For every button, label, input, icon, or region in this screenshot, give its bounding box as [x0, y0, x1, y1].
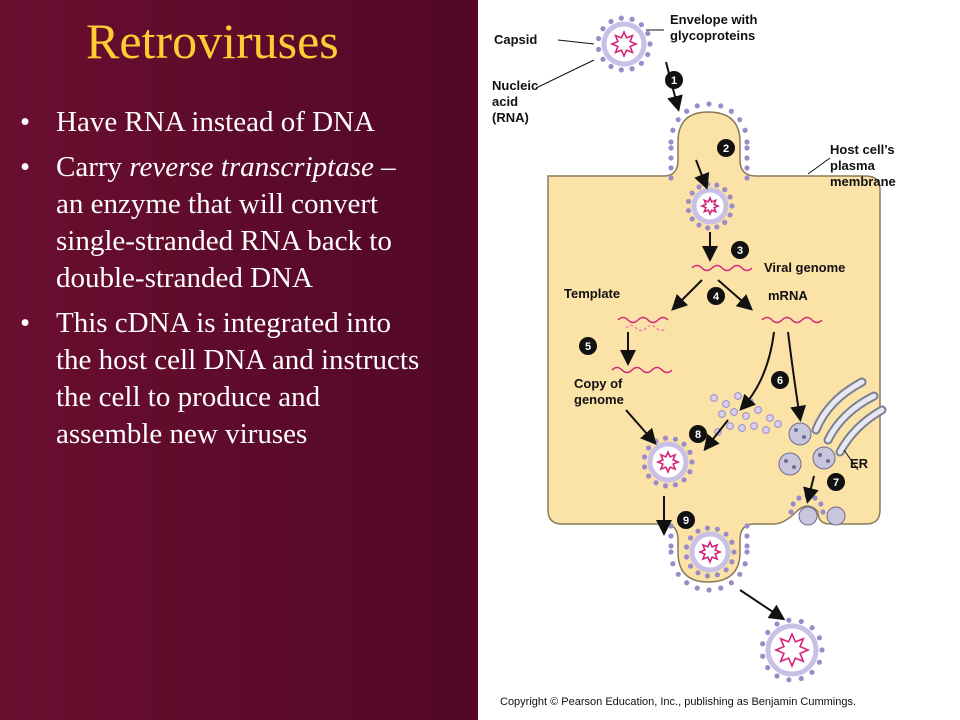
template-complement-strand: [625, 324, 667, 332]
label-envelope-line1: Envelope with: [670, 12, 757, 27]
step-marker: 1: [665, 71, 683, 89]
virion: [641, 435, 695, 489]
step-number: 4: [713, 291, 720, 303]
label-capsid: Capsid: [494, 32, 537, 47]
arrow-step-7: [803, 475, 819, 504]
slide-text-panel: Retroviruses • Have RNA instead of DNA • Ca…: [0, 0, 478, 720]
label-template: Template: [564, 286, 620, 301]
bullet-list: • Have RNA instead of DNA • Carry reverse t…: [20, 104, 420, 461]
label-envelope-line2: glycoproteins: [670, 28, 755, 43]
bullet-marker: •: [20, 151, 31, 183]
label-er: ER: [850, 456, 869, 471]
diagram-panel: 1 2 3 4 5 6 7 8 9 Capsid Envelope with glycoprot…: [478, 0, 960, 720]
step-number: 1: [671, 75, 677, 87]
template-strand: [617, 316, 669, 324]
step-marker: 9: [677, 511, 695, 529]
bullet-item: • Have RNA instead of DNA: [20, 104, 420, 141]
virus-particles: [595, 15, 825, 683]
step-marker: 3: [731, 241, 749, 259]
bullet-text: Carry: [56, 151, 130, 183]
vesicles: [778, 422, 846, 526]
step-number: 2: [723, 143, 729, 155]
label-nucleic-line2: acid: [492, 94, 518, 109]
label-host-line1: Host cell’s: [830, 142, 895, 157]
copyright-notice: Copyright © Pearson Education, Inc., pub…: [500, 696, 857, 708]
step-number: 3: [737, 245, 743, 257]
step-marker: 8: [689, 425, 707, 443]
virion: [595, 15, 653, 73]
label-nucleic-line3: (RNA): [492, 110, 529, 125]
viral-genome-strand: [691, 264, 753, 272]
bullet-item: • This cDNA is integrated into the host c…: [20, 305, 420, 453]
membrane-glycoproteins: [668, 101, 826, 593]
virion: [683, 525, 737, 579]
bullet-text: – an enzyme that will convert single-str…: [56, 151, 396, 294]
label-copy-line1: Copy of: [574, 376, 623, 391]
step-marker: 6: [771, 371, 789, 389]
label-viral-genome: Viral genome: [764, 260, 845, 275]
arrow-release: [739, 589, 786, 621]
bullet-marker: •: [20, 106, 31, 138]
arrow-copy-to-virion: [625, 409, 657, 446]
step-number: 6: [777, 375, 783, 387]
arrow-step-6b: [787, 331, 807, 422]
bullet-text: reverse transcriptase: [129, 151, 374, 183]
bullet-marker: •: [20, 307, 31, 339]
arrow-proteins-to-virion: [703, 419, 729, 452]
label-host-line3: membrane: [830, 174, 896, 189]
retrovirus-life-cycle-diagram: 1 2 3 4 5 6 7 8 9 Capsid Envelope with glycoprot…: [492, 12, 896, 683]
step-number: 7: [833, 477, 839, 489]
arrow-step-2: [694, 159, 710, 190]
label-mrna: mRNA: [768, 288, 808, 303]
step-number: 9: [683, 515, 689, 527]
label-nucleic-line1: Nucleic: [492, 78, 538, 93]
virion: [760, 617, 825, 683]
arrow-step-4a: [671, 279, 703, 311]
virion: [685, 181, 735, 231]
bullet-item: • Carry reverse transcriptase – an enzyme…: [20, 149, 420, 297]
step-number: 8: [695, 429, 701, 441]
endoplasmic-reticulum-inner: [813, 379, 885, 455]
arrow-step-6a: [739, 331, 775, 411]
bullet-text: This cDNA is integrated into the host ce…: [56, 307, 420, 450]
bullet-text: Have RNA instead of DNA: [56, 106, 375, 138]
step-marker: 2: [717, 139, 735, 157]
step-marker: 5: [579, 337, 597, 355]
genome-copy-strand: [611, 366, 673, 374]
step-marker: 7: [827, 473, 845, 491]
step-marker: 4: [707, 287, 725, 305]
slide-title: Retroviruses: [86, 13, 339, 69]
arrow-step-4b: [717, 279, 754, 311]
step-markers: 1 2 3 4 5 6 7 8 9: [579, 71, 845, 529]
step-number: 5: [585, 341, 591, 353]
label-copy-line2: genome: [574, 392, 624, 407]
mrna-strand: [761, 316, 823, 324]
label-host-line2: plasma: [830, 158, 876, 173]
